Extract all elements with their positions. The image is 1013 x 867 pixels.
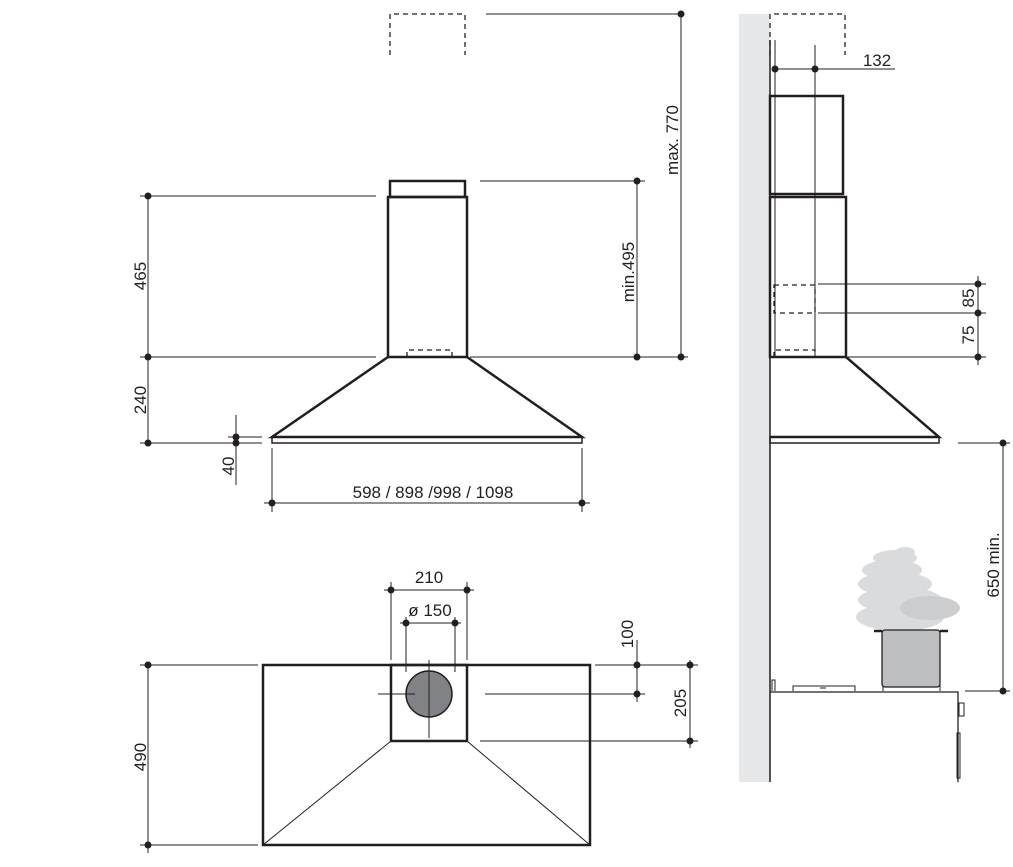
dim-width: 598 / 898 /998 / 1098	[353, 483, 514, 502]
front-view: 465 240 40 598 / 898 /998 / 1098 min.495…	[131, 10, 688, 512]
dim-75: 75	[959, 326, 978, 345]
steam-illustration	[856, 547, 960, 631]
pot-illustration	[881, 629, 941, 688]
canopy	[267, 355, 586, 439]
dim-max-770: max. 770	[663, 105, 682, 175]
top-view: 210 ø 150 100 205 490	[131, 568, 698, 853]
dim-210: 210	[415, 568, 443, 587]
dim-132: 132	[863, 51, 891, 70]
dim-465: 465	[131, 262, 150, 290]
dim-240: 240	[131, 386, 150, 414]
dim-205: 205	[671, 689, 690, 717]
dim-diameter-150: ø 150	[408, 601, 451, 620]
dim-85: 85	[959, 289, 978, 308]
dim-min-495: min.495	[619, 242, 638, 302]
lower-chimney	[386, 195, 469, 359]
dim-100: 100	[618, 620, 637, 648]
dim-490: 490	[131, 743, 150, 771]
wall	[739, 14, 770, 782]
upper-chimney	[388, 179, 467, 199]
dim-40: 40	[219, 457, 238, 476]
dim-650-min: 650 min.	[984, 532, 1003, 597]
side-view: 132 85 75 650 min.	[739, 13, 1010, 782]
chimney-extension-dashed	[389, 13, 466, 55]
